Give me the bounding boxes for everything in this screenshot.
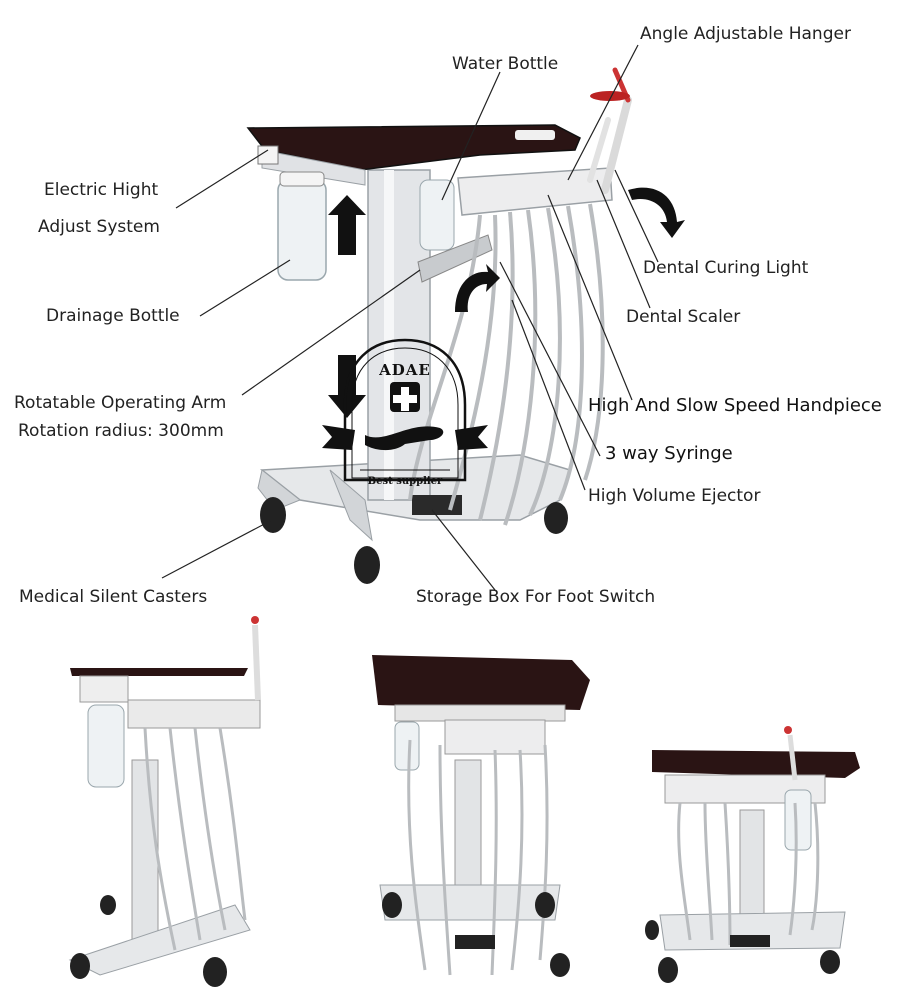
label-water-bottle: Water Bottle <box>452 54 559 74</box>
thumb3-tray <box>652 750 860 778</box>
label-dental-curing-light: Dental Curing Light <box>643 258 809 278</box>
thumb2-base <box>379 884 561 921</box>
logo-shield-inner <box>351 347 459 479</box>
label-medical-silent-casters: Medical Silent Casters <box>19 587 208 607</box>
thumb1-column <box>131 759 159 941</box>
logo-brand-text: ADAE <box>378 361 431 379</box>
hoses <box>408 203 605 526</box>
thumb2-holder <box>444 719 546 755</box>
label-operating-arm-line1: Rotatable Operating Arm <box>14 393 227 413</box>
logo-shield <box>343 338 467 482</box>
thumb1-tray <box>70 668 248 676</box>
rotate-arrow-hanger <box>628 187 685 238</box>
label-3-way-syringe: 3 way Syringe <box>605 443 733 464</box>
drainage-bottle <box>277 179 327 281</box>
thumbnail-front-view <box>372 655 590 977</box>
scaler-handpiece <box>587 117 611 183</box>
label-drainage-bottle: Drainage Bottle <box>46 306 180 326</box>
thumb3-bottle <box>784 789 812 851</box>
logo-ribbon-right <box>455 425 488 450</box>
column-highlight <box>384 170 394 500</box>
up-arrow <box>328 195 366 255</box>
label-electric-height-line2: Adjust System <box>38 217 160 237</box>
casters <box>260 497 568 584</box>
label-high-volume-ejector: High Volume Ejector <box>588 486 761 506</box>
water-bottle <box>419 179 455 251</box>
thumb3-base <box>659 911 846 951</box>
tray-handle <box>515 130 555 140</box>
thumb1-base <box>68 904 251 976</box>
operating-arm <box>417 234 493 283</box>
thumb1-panel <box>79 675 129 703</box>
rotate-arrow-arm <box>455 264 500 312</box>
logo-cross-icon <box>393 387 417 411</box>
leader-lines <box>161 44 659 591</box>
base-leg <box>329 469 373 542</box>
storage-box <box>412 495 462 515</box>
instrument-holder <box>457 167 613 216</box>
label-dental-scaler: Dental Scaler <box>626 307 741 327</box>
logo-hand-icon <box>365 426 444 451</box>
label-electric-height-line1: Electric Hight <box>44 180 159 200</box>
brand-logo: ADAE Best supplier <box>322 338 488 487</box>
thumb3-column <box>739 809 765 921</box>
thumb1-bottle <box>87 704 125 788</box>
main-unit <box>246 67 685 584</box>
logo-tagline: Best supplier <box>368 476 443 487</box>
drainage-bottle-cap <box>279 171 325 187</box>
control-panel <box>257 145 279 165</box>
label-storage-box: Storage Box For Foot Switch <box>416 587 656 607</box>
thumb1-holder <box>127 699 261 729</box>
thumb2-tray-body <box>394 704 566 722</box>
curing-light-shield <box>590 91 630 101</box>
label-handpiece: High And Slow Speed Handpiece <box>588 395 882 416</box>
thumbnail-back-view <box>645 726 860 983</box>
logo-ribbon-left <box>322 425 355 450</box>
label-operating-arm-line2: Rotation radius: 300mm <box>18 421 224 441</box>
thumb2-tray <box>372 655 590 710</box>
thumbnail-side-view <box>68 616 261 987</box>
label-angle-adjustable-hanger: Angle Adjustable Hanger <box>640 24 851 44</box>
curing-light-body <box>601 96 632 194</box>
thumb2-bottle <box>394 721 420 771</box>
